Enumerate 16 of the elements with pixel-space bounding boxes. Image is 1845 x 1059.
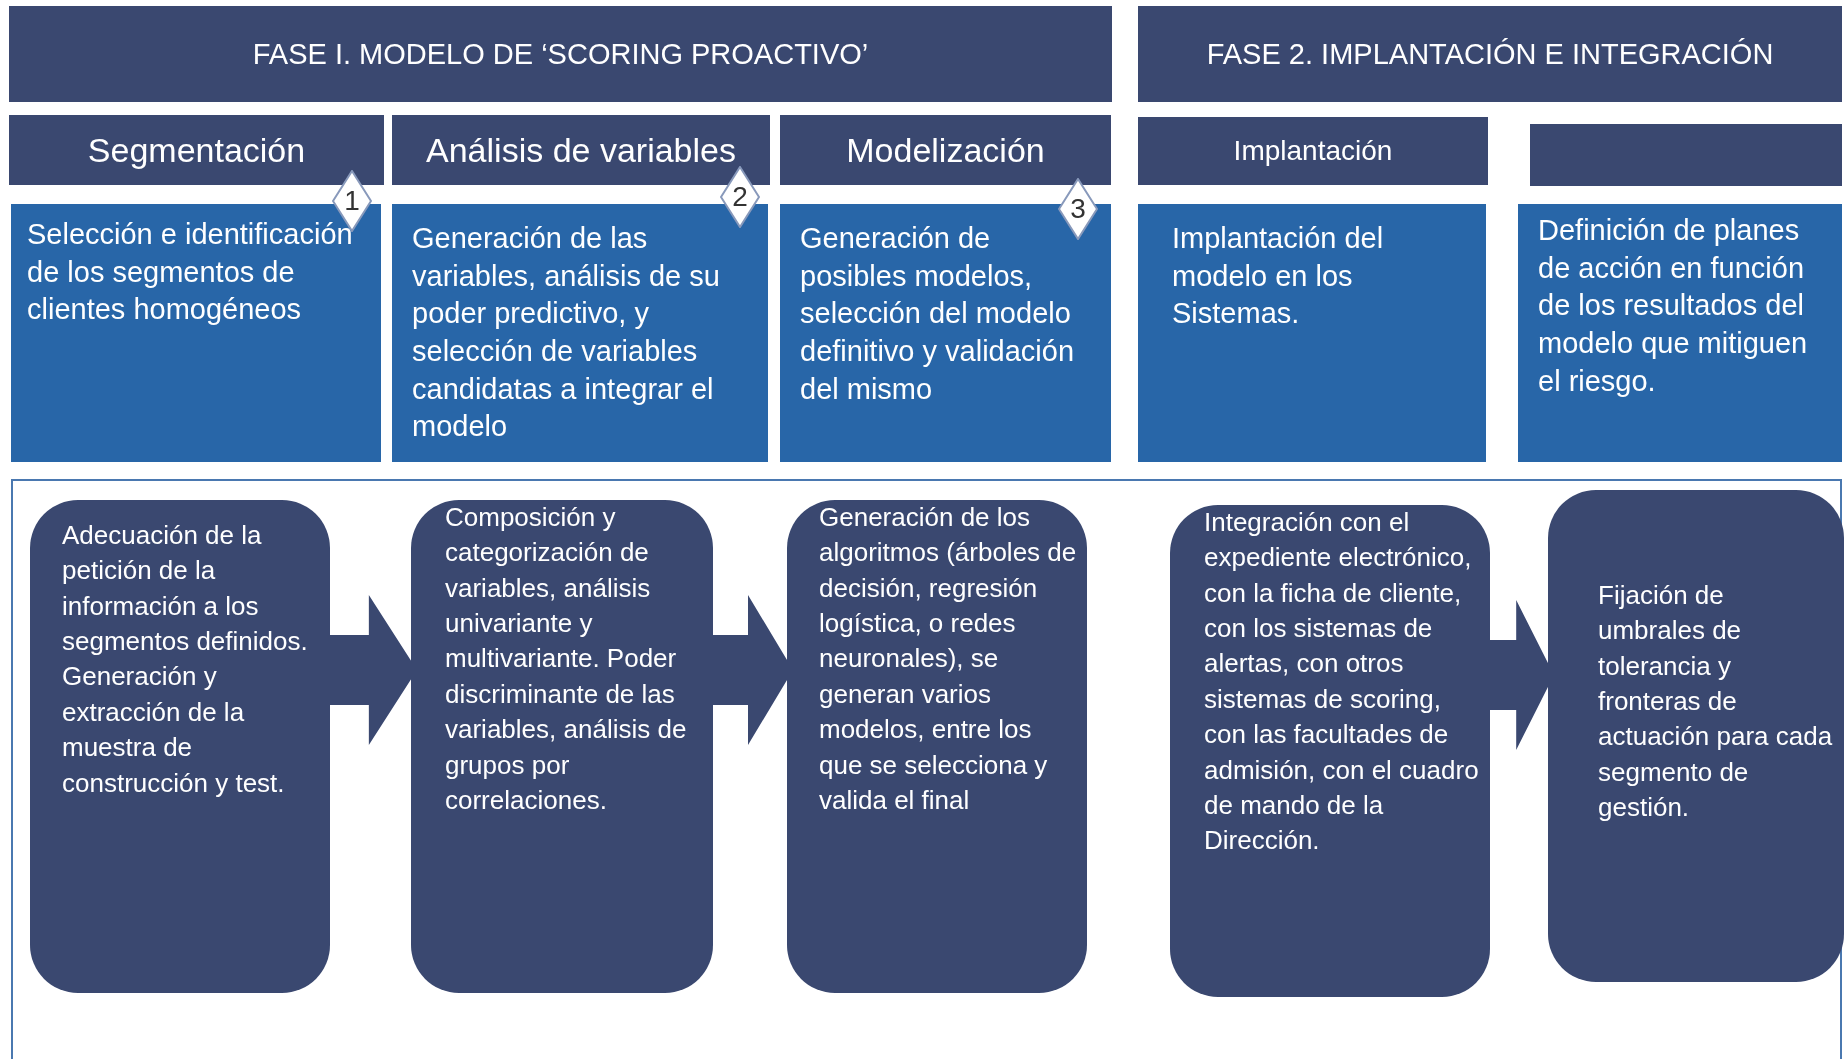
step-number-diamond: 2: [720, 166, 760, 228]
task-box: Integración con el expediente electrónico, con la ficha de cliente, con los sistemas de alertas, con otros sistemas de scoring, con las facultades de admisión, con el cuadro de mando de la Dirección.: [1170, 505, 1490, 997]
phase-header: FASE 2. IMPLANTACIÓN E INTEGRACIÓN: [1138, 6, 1842, 102]
step-header: Análisis de variables: [392, 115, 770, 185]
task-box: Adecuación de la petición de la información a los segmentos definidos. Generación y extracción de la muestra de construcción y test.: [30, 500, 330, 993]
detail-panel: [11, 479, 1842, 1059]
step-header: Implantación: [1138, 117, 1488, 185]
task-box: Generación de los algoritmos (árboles de decisión, regresión logística, o redes neuronales), se generan varios modelos, entre los que se selecciona y valida el final: [787, 500, 1087, 993]
phase-header: FASE I. MODELO DE ‘SCORING PROACTIVO’: [9, 6, 1112, 102]
task-box: Composición y categorización de variables, análisis univariante y multivariante. Poder discriminante de las variables, análisis de grupos por correlaciones.: [411, 500, 713, 993]
step-header: Modelización: [780, 115, 1111, 185]
task-box: Fijación de umbrales de tolerancia y fronteras de actuación para cada segmento de gestión.: [1548, 490, 1844, 982]
step-header: [1530, 124, 1842, 186]
step-header: Segmentación: [9, 115, 384, 185]
description-box: Definición de planes de acción en función de los resultados del modelo que mitiguen el riesgo.: [1518, 204, 1842, 462]
description-box: Implantación del modelo en los Sistemas.: [1138, 204, 1486, 462]
